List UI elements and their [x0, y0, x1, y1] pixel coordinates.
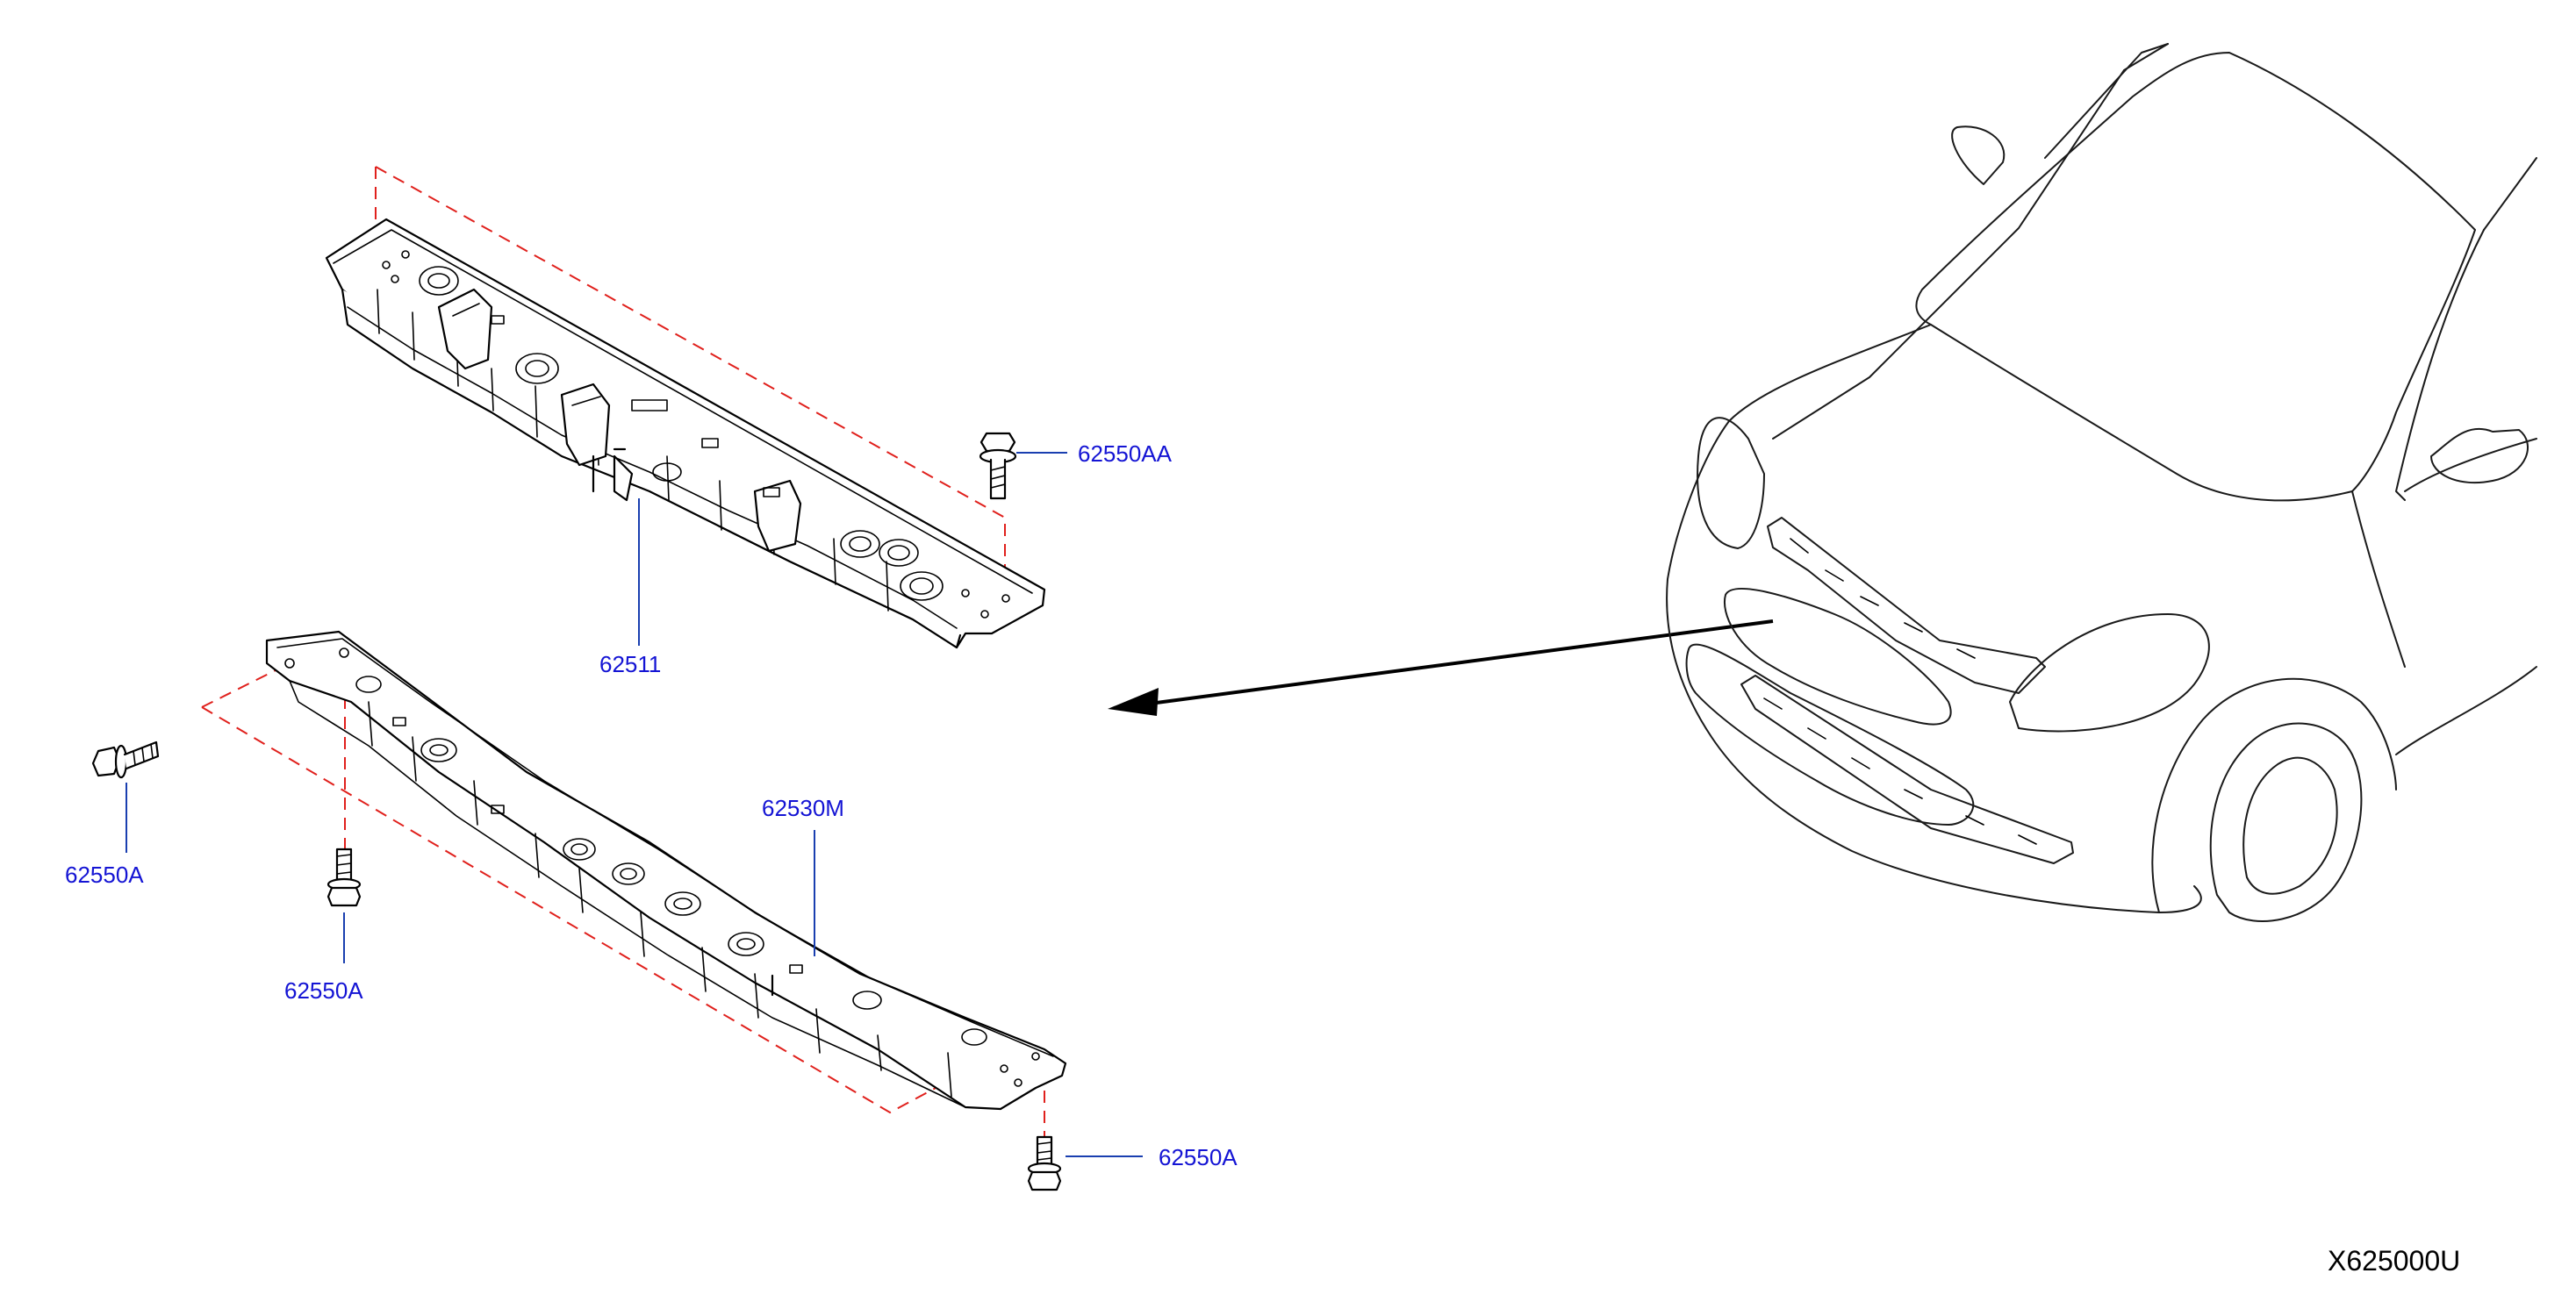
upper-holes [382, 250, 1010, 619]
lower-holes [284, 647, 1040, 1087]
label-62550A-right[interactable]: 62550A [1159, 1144, 1238, 1170]
lower-core-support[interactable] [265, 630, 1067, 1111]
label-62550AA[interactable]: 62550AA [1078, 440, 1173, 467]
upper-core-support[interactable] [325, 218, 1046, 649]
pointer-arrow [1108, 619, 1774, 716]
leader-lines [126, 452, 1143, 1157]
catalog-code: X625000U [2328, 1245, 2460, 1277]
callout-labels: 62550AA 62511 62530M 62550A 62550A 62550… [65, 440, 1238, 1170]
car-outline [1666, 43, 2537, 922]
label-62530M[interactable]: 62530M [762, 795, 844, 821]
label-62550A-mid[interactable]: 62550A [284, 977, 363, 1004]
label-62511[interactable]: 62511 [599, 651, 661, 677]
bolt-62550A-right[interactable] [1027, 1135, 1062, 1191]
bolt-62550AA[interactable] [979, 432, 1017, 500]
bolt-62550A-mid[interactable] [326, 848, 362, 907]
bolt-62550A-left[interactable] [91, 740, 160, 779]
label-62550A-left[interactable]: 62550A [65, 862, 144, 888]
